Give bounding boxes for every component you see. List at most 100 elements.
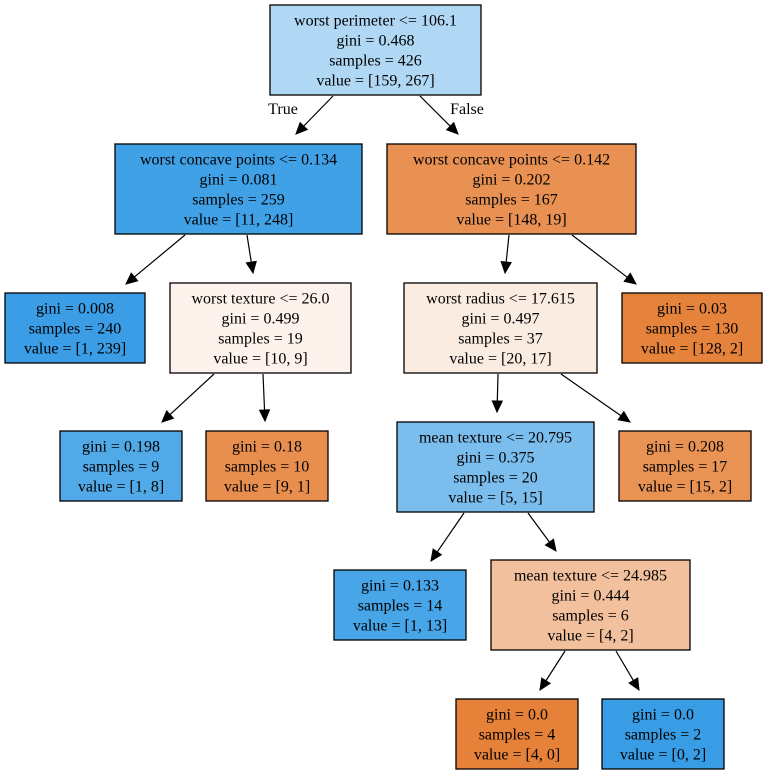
- node-box: [455, 698, 579, 770]
- node-text-line: worst concave points <= 0.142: [413, 152, 610, 169]
- edge-n7-n8: [491, 373, 504, 414]
- edge-n1-n2: [125, 234, 186, 285]
- edge-line: [303, 95, 334, 127]
- edge-line: [571, 234, 628, 278]
- node-text-line: value = [1, 8]: [78, 479, 164, 496]
- node-text-line: value = [148, 19]: [456, 212, 566, 229]
- node-box: [621, 292, 763, 364]
- node-text-line: samples = 6: [552, 608, 629, 625]
- edge-n3-n4: [161, 373, 215, 423]
- node-text-line: worst concave points <= 0.134: [140, 152, 337, 169]
- node-text-line: gini = 0.008: [36, 301, 114, 318]
- node-text-line: gini = 0.208: [646, 439, 724, 456]
- node-text-line: samples = 20: [453, 470, 538, 487]
- node-text-line: value = [4, 2]: [547, 628, 633, 645]
- edge-arrowhead: [125, 272, 139, 285]
- node-text-line: gini = 0.0: [486, 707, 548, 724]
- edge-line: [246, 234, 252, 263]
- tree-node-n13: gini = 0.208 samples = 17 value = [15, 2]: [618, 430, 752, 502]
- edge-n10-n12: [615, 650, 640, 692]
- node-text-line: value = [159, 267]: [316, 73, 434, 90]
- tree-node-n10: mean texture <= 24.985 gini = 0.444 sample…: [490, 559, 691, 651]
- edge-line: [169, 373, 215, 415]
- edge-n6-n14: [571, 234, 637, 285]
- edge-arrowhead: [245, 260, 257, 275]
- edge-arrowhead: [430, 548, 443, 562]
- node-text-line: mean texture <= 24.985: [514, 568, 667, 585]
- edge-arrowhead: [617, 410, 631, 423]
- node-text-line: gini = 0.18: [232, 439, 302, 456]
- edge-line: [505, 234, 510, 263]
- node-text-line: value = [15, 2]: [638, 479, 732, 496]
- node-text-line: gini = 0.375: [457, 450, 535, 467]
- node-box: [618, 430, 752, 502]
- edge-line: [419, 95, 451, 127]
- edge-n10-n11: [539, 650, 566, 692]
- tree-node-n1: worst concave points <= 0.134 gini = 0.08…: [114, 143, 363, 235]
- tree-node-n0: worst perimeter <= 106.1 gini = 0.468 samp…: [269, 4, 482, 96]
- edge-n1-n3: [245, 234, 257, 275]
- edge-n0-n6: False: [419, 95, 484, 135]
- node-text-line: gini = 0.468: [337, 33, 415, 50]
- tree-nodes: worst perimeter <= 106.1 gini = 0.468 samp…: [4, 4, 763, 770]
- node-text-line: value = [10, 9]: [213, 351, 307, 368]
- node-text-line: value = [0, 2]: [620, 747, 706, 764]
- node-text-line: gini = 0.081: [200, 172, 278, 189]
- node-box: [169, 282, 352, 374]
- node-text-line: samples = 14: [358, 598, 443, 615]
- edge-line: [134, 234, 186, 278]
- node-box: [490, 559, 691, 651]
- tree-edges: True False: [125, 95, 640, 692]
- node-text-line: gini = 0.497: [462, 311, 540, 328]
- edge-n8-n9: [430, 512, 465, 562]
- edge-arrowhead: [539, 677, 552, 692]
- tree-node-n8: mean texture <= 20.795 gini = 0.375 sample…: [396, 421, 595, 513]
- node-box: [396, 421, 595, 513]
- edge-line: [496, 373, 499, 402]
- node-box: [269, 4, 482, 96]
- node-box: [333, 569, 467, 641]
- edge-line: [436, 512, 465, 553]
- node-text-line: samples = 37: [458, 331, 543, 348]
- node-text-line: gini = 0.03: [657, 301, 727, 318]
- node-text-line: gini = 0.0: [632, 707, 694, 724]
- node-text-line: mean texture <= 20.795: [419, 430, 572, 447]
- node-text-line: gini = 0.499: [222, 311, 300, 328]
- node-text-line: value = [5, 15]: [448, 490, 542, 507]
- node-text-line: value = [20, 17]: [449, 351, 551, 368]
- node-text-line: value = [9, 1]: [224, 479, 310, 496]
- node-box: [386, 143, 637, 235]
- edge-arrowhead: [628, 677, 640, 692]
- node-box: [205, 430, 329, 502]
- edge-n0-n1: True: [268, 95, 334, 135]
- edge-n3-n5: [258, 373, 271, 423]
- node-text-line: worst perimeter <= 106.1: [294, 13, 457, 30]
- node-text-line: value = [1, 13]: [353, 618, 447, 635]
- edge-arrowhead: [491, 400, 504, 414]
- node-text-line: samples = 240: [29, 321, 122, 338]
- node-text-line: value = [128, 2]: [641, 341, 743, 358]
- node-text-line: samples = 426: [329, 53, 422, 70]
- edge-arrowhead: [623, 272, 637, 285]
- tree-node-n12: gini = 0.0 samples = 2 value = [0, 2]: [601, 698, 725, 770]
- edge-arrowhead: [295, 121, 309, 135]
- edge-line: [545, 650, 566, 682]
- node-text-line: gini = 0.198: [82, 439, 160, 456]
- node-text-line: worst radius <= 17.615: [426, 291, 575, 308]
- edge-arrowhead: [445, 121, 459, 135]
- node-text-line: samples = 259: [192, 192, 285, 209]
- node-text-line: gini = 0.444: [552, 588, 630, 605]
- node-text-line: samples = 17: [643, 459, 728, 476]
- node-box: [4, 292, 146, 364]
- node-text-line: samples = 2: [625, 727, 702, 744]
- node-text-line: value = [11, 248]: [184, 212, 294, 229]
- edge-line: [527, 512, 550, 543]
